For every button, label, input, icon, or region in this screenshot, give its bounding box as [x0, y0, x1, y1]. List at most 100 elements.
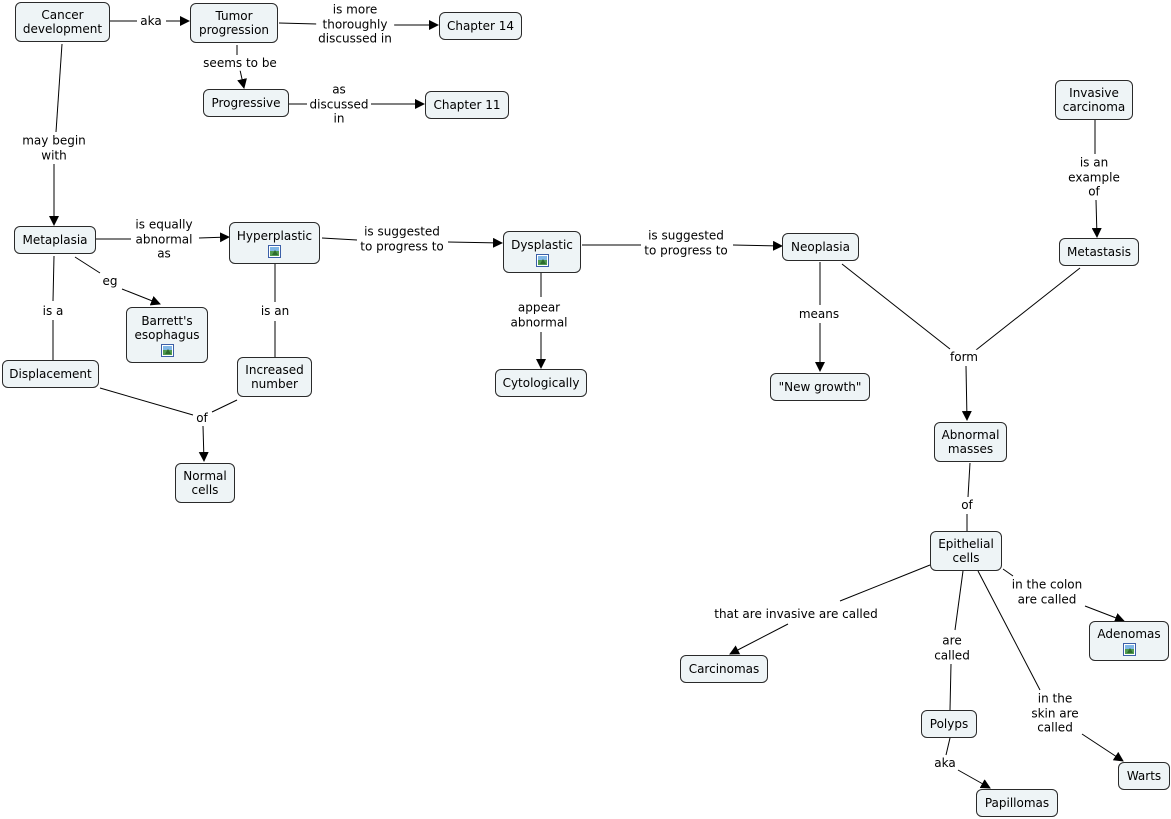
link-line: [99, 387, 194, 416]
link-label-may-begin-with: may begin with: [20, 133, 88, 163]
node-label: Hyperplastic: [236, 228, 313, 243]
node-label: Epithelial cells: [938, 537, 994, 565]
link-line: [121, 288, 161, 306]
node-label: Displacement: [9, 367, 92, 381]
link-line: [1002, 568, 1014, 577]
node-label: Metastasis: [1067, 245, 1131, 259]
node-abnormal-masses[interactable]: Abnormal masses: [934, 422, 1007, 462]
node-label: Chapter 14: [446, 19, 515, 33]
link-line: [949, 663, 952, 711]
node-label: Cancer development: [22, 8, 103, 36]
link-label-more-discussed: is more thoroughly discussed in: [316, 2, 394, 46]
node-label: Normal cells: [183, 469, 227, 497]
link-label-eg: eg: [100, 273, 120, 289]
node-label: Chapter 11: [433, 98, 501, 112]
node-chapter-11[interactable]: Chapter 11: [425, 91, 509, 119]
node-hyperplastic[interactable]: Hyperplastic: [229, 222, 320, 264]
node-label: Progressive: [211, 96, 281, 110]
link-label-is-an: is an: [258, 303, 292, 319]
link-line: [74, 256, 101, 274]
node-label: Papillomas: [984, 796, 1050, 810]
link-line: [957, 769, 991, 789]
link-line: [1081, 733, 1124, 762]
link-line: [732, 240, 783, 251]
node-tumor-progression[interactable]: Tumor progression: [190, 3, 278, 43]
link-label-is-a: is a: [40, 303, 66, 319]
node-label: Invasive carcinoma: [1062, 86, 1126, 114]
link-label-of-2: of: [959, 497, 975, 513]
node-increased-number[interactable]: Increased number: [237, 357, 312, 397]
node-dysplastic[interactable]: Dysplastic: [503, 231, 581, 273]
node-new-growth[interactable]: "New growth": [770, 373, 870, 401]
link-line: [55, 43, 63, 133]
node-label: Tumor progression: [198, 9, 270, 37]
link-line: [211, 399, 238, 413]
link-label-in-the-colon: in the colon are called: [1009, 577, 1085, 607]
node-label: Metaplasia: [22, 233, 88, 247]
node-metaplasia[interactable]: Metaplasia: [14, 226, 96, 254]
node-label: Adenomas: [1097, 626, 1161, 641]
node-metastasis[interactable]: Metastasis: [1059, 238, 1139, 266]
link-line: [729, 623, 789, 655]
node-barretts-esophagus[interactable]: Barrett's esophagus: [126, 307, 208, 363]
link-line: [977, 570, 1041, 691]
node-label: Carcinomas: [688, 662, 760, 676]
node-label: Warts: [1126, 769, 1162, 783]
node-displacement[interactable]: Displacement: [2, 360, 99, 388]
node-invasive-carcinoma[interactable]: Invasive carcinoma: [1055, 80, 1133, 120]
link-line: [198, 232, 230, 243]
node-label: Dysplastic: [511, 237, 573, 252]
link-line: [278, 22, 318, 25]
node-epithelial-cells[interactable]: Epithelial cells: [930, 531, 1002, 571]
link-label-suggested-1: is suggested to progress to: [358, 224, 446, 254]
node-adenomas[interactable]: Adenomas: [1089, 621, 1169, 661]
link-line: [447, 237, 503, 248]
link-line: [841, 263, 951, 350]
node-chapter-14[interactable]: Chapter 14: [439, 12, 522, 40]
link-label-means: means: [796, 306, 842, 322]
node-cytologically[interactable]: Cytologically: [495, 369, 587, 397]
link-line: [967, 462, 971, 498]
image-resource-icon[interactable]: [1122, 642, 1136, 656]
node-warts[interactable]: Warts: [1118, 762, 1170, 790]
link-label-suggested-2: is suggested to progress to: [642, 228, 730, 258]
node-label: Polyps: [929, 717, 969, 731]
link-line: [1084, 605, 1125, 623]
link-label-aka: aka: [138, 13, 164, 29]
link-line: [975, 267, 1081, 351]
image-resource-icon[interactable]: [160, 343, 174, 357]
link-line: [321, 237, 358, 241]
node-cancer-development[interactable]: Cancer development: [15, 2, 110, 42]
link-line: [961, 365, 972, 421]
link-line: [198, 425, 209, 462]
node-carcinomas[interactable]: Carcinomas: [680, 655, 768, 683]
link-line: [954, 570, 964, 631]
link-label-example-of: is an example of: [1066, 155, 1122, 199]
node-label: Increased number: [245, 363, 304, 391]
node-progressive[interactable]: Progressive: [203, 89, 289, 117]
link-line: [839, 564, 931, 602]
node-label: "New growth": [778, 380, 862, 394]
link-label-equally-abnormal: is equally abnormal as: [133, 217, 195, 261]
node-label: Cytologically: [502, 376, 580, 390]
link-label-in-the-skin: in the skin are called: [1029, 691, 1081, 735]
node-papillomas[interactable]: Papillomas: [976, 789, 1058, 817]
link-label-as-discussed: as discussed in: [307, 82, 371, 126]
link-label-appear-abnormal: appear abnormal: [508, 300, 570, 330]
link-label-invasive-called: that are invasive are called: [712, 606, 880, 622]
link-line: [52, 255, 55, 302]
image-resource-icon[interactable]: [535, 253, 549, 267]
node-neoplasia[interactable]: Neoplasia: [782, 233, 859, 261]
link-label-form: form: [948, 349, 980, 365]
node-polyps[interactable]: Polyps: [921, 710, 977, 738]
image-resource-icon[interactable]: [268, 244, 281, 258]
link-label-seems-to-be: seems to be: [201, 55, 279, 71]
node-label: Barrett's esophagus: [134, 313, 200, 342]
link-label-of: of: [194, 410, 210, 426]
node-normal-cells[interactable]: Normal cells: [175, 463, 235, 503]
link-line: [1091, 199, 1102, 238]
link-line: [237, 69, 247, 89]
link-label-aka-2: aka: [932, 755, 958, 771]
